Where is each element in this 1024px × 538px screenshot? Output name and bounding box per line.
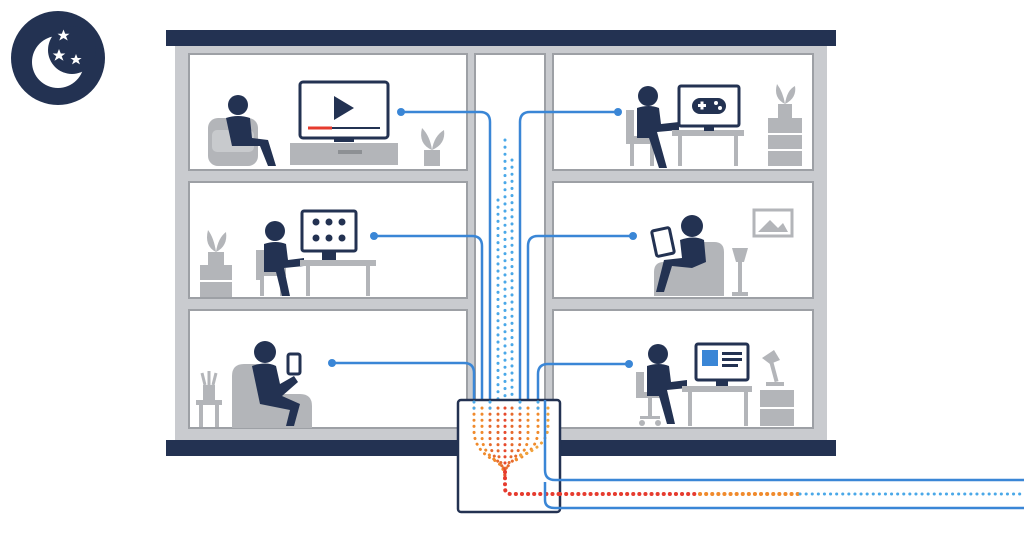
cabinet-icon: [760, 390, 794, 426]
person-icon: [226, 95, 276, 166]
person-icon: [264, 221, 304, 296]
video-call-monitor-icon: [300, 209, 358, 260]
desk-icon: [300, 260, 376, 296]
plant-icon: [207, 230, 227, 265]
cabinet-icon: [768, 118, 802, 166]
room-top-left-scene: [208, 80, 445, 166]
cable-mid-right: [526, 234, 633, 408]
desk-icon: [672, 130, 744, 166]
outbound-fiber-line: [503, 400, 1024, 510]
center-data-streams: [496, 138, 514, 410]
tv-play-icon: [298, 80, 390, 142]
plant-icon: [776, 84, 796, 118]
room-top-right-scene: [614, 84, 802, 168]
room-bottom-left: [188, 309, 468, 429]
person-icon: [656, 215, 706, 292]
cable-bottom-left: [332, 361, 476, 408]
cable-bottom-right: [536, 362, 629, 408]
cable-mid-left: [374, 234, 484, 408]
building-roof: [166, 30, 836, 46]
cable-top-right: [518, 110, 618, 408]
moon-stars-icon: [11, 11, 105, 105]
floor-lamp-icon: [732, 248, 748, 296]
tv-stand-icon: [290, 143, 398, 165]
person-icon: [647, 344, 687, 424]
person-icon: [637, 86, 679, 168]
gamepad-monitor-icon: [677, 84, 741, 131]
network-hub: [456, 398, 562, 514]
hub-top-dots: [472, 400, 540, 414]
cable-top-left: [401, 110, 492, 408]
side-table-icon: [196, 371, 222, 427]
picture-frame-icon: [752, 208, 794, 238]
room-bottom-right-scene: [625, 342, 794, 426]
plant-icon: [421, 128, 445, 166]
desk-lamp-icon: [762, 350, 784, 386]
room-mid-right-scene: [629, 208, 794, 296]
person-icon: [252, 341, 300, 426]
room-bottom-left-scene: [196, 341, 336, 428]
room-mid-left-scene: [200, 209, 378, 297]
chair-icon: [626, 110, 656, 166]
desk-icon: [682, 386, 752, 426]
desktop-monitor-icon: [694, 342, 750, 386]
cable-shaft: [474, 53, 546, 429]
hub-convergence-dots: [472, 406, 550, 482]
cabinet-icon: [200, 265, 232, 297]
tablet-icon: [650, 226, 676, 258]
armchair-icon: [654, 242, 724, 296]
room-cables: [332, 110, 633, 408]
smartphone-icon: [286, 352, 302, 376]
